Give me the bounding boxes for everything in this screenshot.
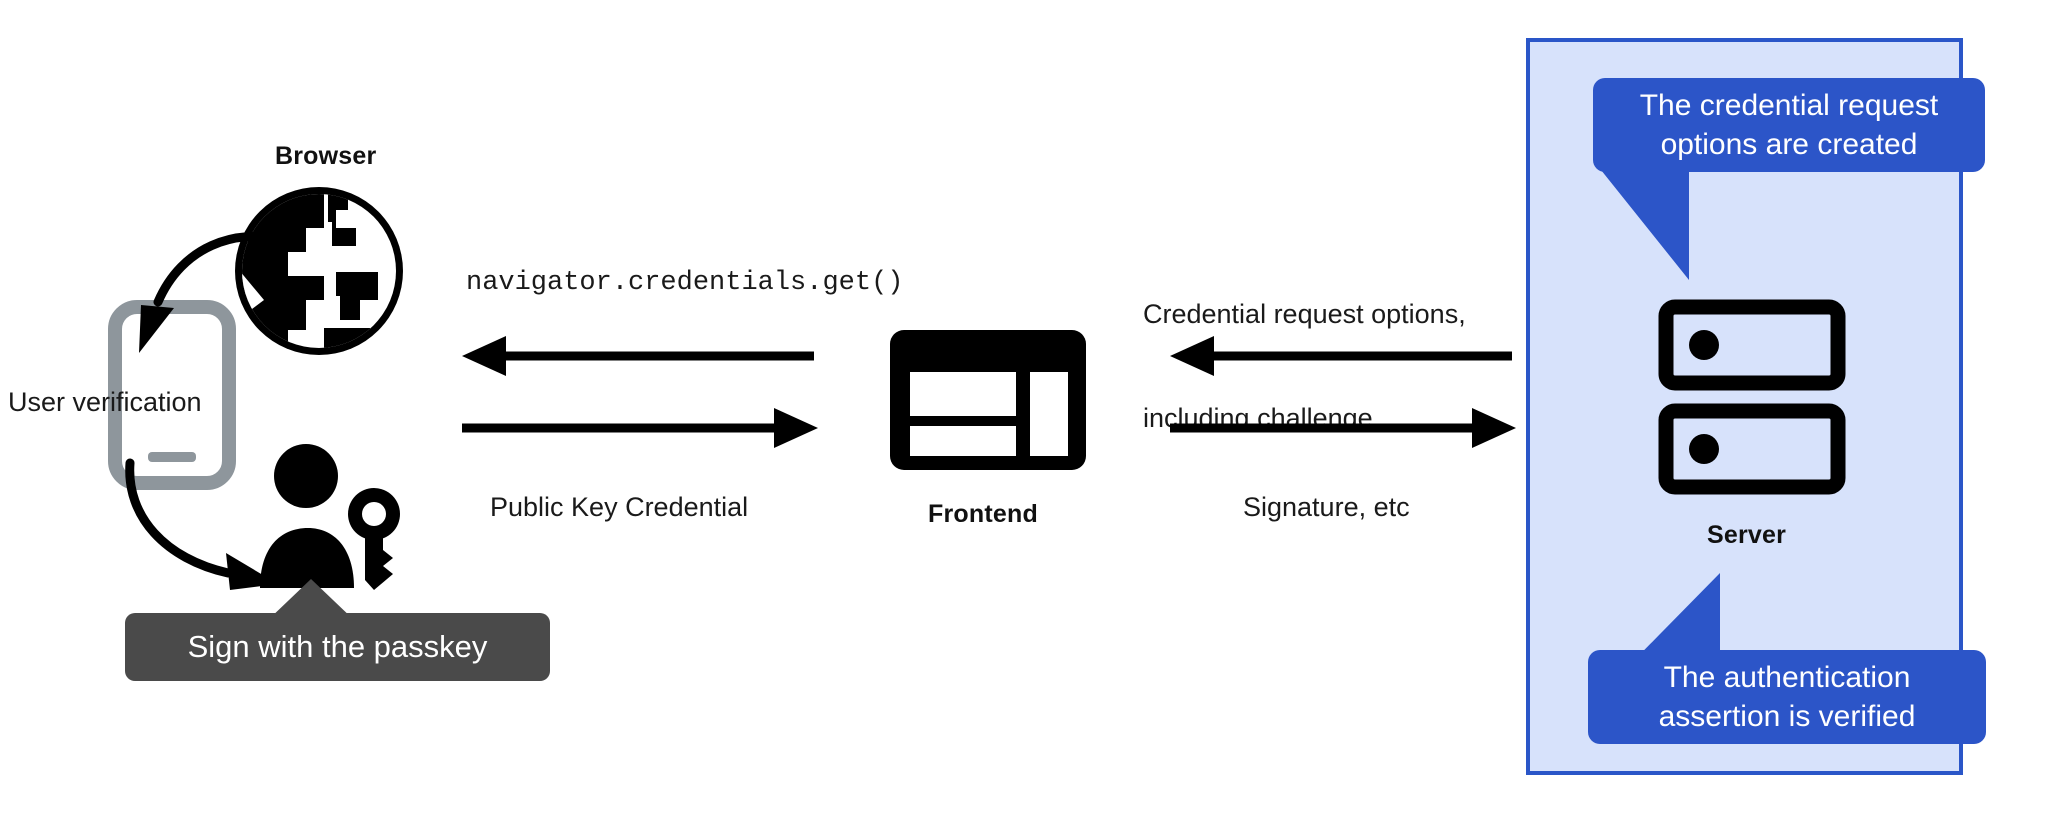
arrow-frontend-to-server-icon bbox=[1170, 408, 1516, 448]
callout-bottom-line1: The authentication bbox=[1663, 661, 1911, 694]
passkey-tooltip-text: Sign with the passkey bbox=[187, 629, 488, 664]
callout-top-line2: options are created bbox=[1660, 128, 1918, 161]
arrow-server-to-frontend-icon bbox=[1170, 336, 1512, 376]
passkey-tooltip-pointer-icon bbox=[267, 579, 355, 621]
callout-top-tail-icon bbox=[1601, 168, 1689, 280]
edge-label-navigator-get: navigator.credentials.get() bbox=[466, 268, 904, 298]
callout-bottom-line2: assertion is verified bbox=[1658, 700, 1916, 733]
person-with-key-icon bbox=[260, 444, 400, 590]
arrow-browser-to-frontend-icon bbox=[462, 408, 818, 448]
frontend-label: Frontend bbox=[928, 500, 1038, 528]
smartphone-icon bbox=[108, 300, 236, 490]
passkey-tooltip: Sign with the passkey bbox=[125, 613, 550, 681]
edge-label-signature-etc: Signature, etc bbox=[1243, 492, 1410, 522]
callout-credential-request-options: The credential request options are creat… bbox=[1593, 78, 1985, 172]
server-label: Server bbox=[1707, 521, 1787, 549]
arrow-browser-to-phone-icon bbox=[139, 232, 287, 353]
browser-label: Browser bbox=[275, 142, 377, 170]
web-layout-icon bbox=[890, 330, 1086, 470]
globe-icon bbox=[235, 187, 403, 355]
edge-label-public-key-credential: Public Key Credential bbox=[490, 492, 749, 522]
server-rack-icon bbox=[1658, 299, 1846, 495]
user-verification-label: User verification bbox=[8, 387, 202, 417]
callout-top-line1: The credential request bbox=[1639, 89, 1939, 122]
edge-label-line1: Credential request options, bbox=[1143, 299, 1466, 330]
arrow-frontend-to-browser-icon bbox=[462, 336, 814, 376]
callout-authentication-assertion-verified: The authentication assertion is verified bbox=[1588, 650, 1986, 744]
